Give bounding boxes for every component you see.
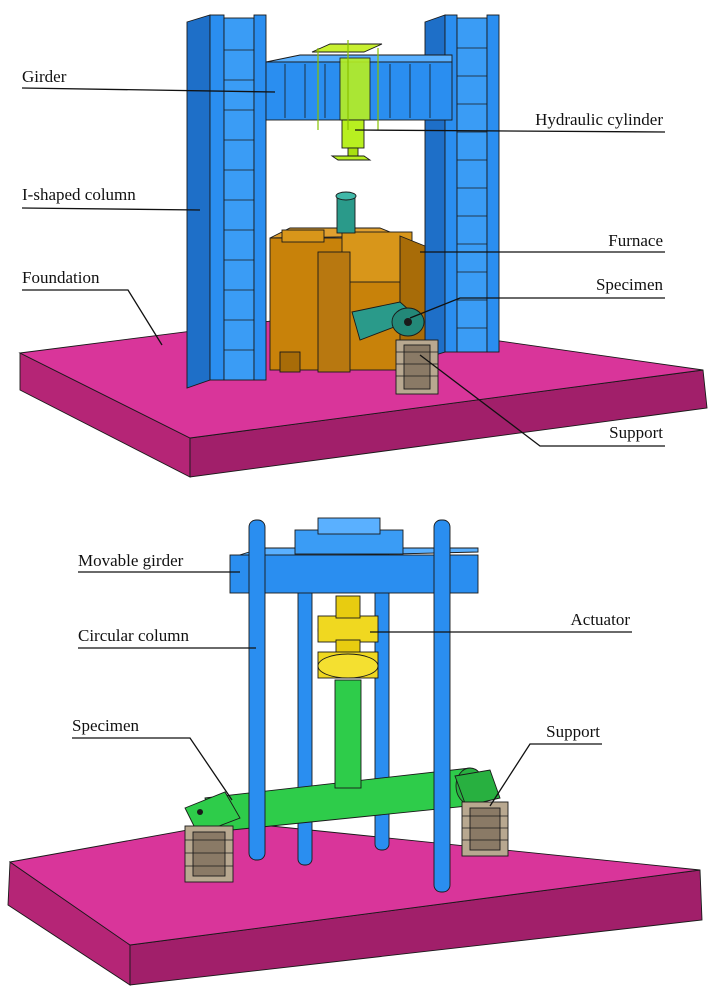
- leader-specimen-top: [409, 297, 665, 319]
- circular-column-front-right: [433, 519, 451, 893]
- label-movable-girder: Movable girder: [78, 551, 184, 570]
- bottom-specimen: [184, 767, 501, 835]
- hydraulic-cylinder: [311, 40, 383, 161]
- label-circular-column: Circular column: [78, 626, 189, 645]
- leader-foundation: [22, 289, 163, 346]
- leader-support-bottom: [489, 743, 602, 807]
- label-hydraulic-cylinder: Hydraulic cylinder: [535, 110, 663, 129]
- leader-girder: [21, 87, 276, 93]
- left-i-shaped-column: [186, 14, 267, 389]
- label-specimen-top: Specimen: [596, 275, 664, 294]
- furnace: [269, 191, 426, 373]
- label-girder: Girder: [22, 67, 67, 86]
- actuator: [317, 595, 379, 789]
- leader-i-shaped-column: [21, 207, 201, 211]
- label-actuator: Actuator: [571, 610, 631, 629]
- bottom-support-right: [461, 801, 509, 857]
- top-support: [395, 339, 439, 395]
- bottom-figure: Movable girder Actuator Circular column …: [7, 517, 703, 986]
- label-support-bottom: Support: [546, 722, 600, 741]
- leader-hydraulic-cylinder: [354, 129, 666, 133]
- leader-support-top: [419, 354, 665, 447]
- label-foundation: Foundation: [22, 268, 100, 287]
- label-i-shaped-column: I-shaped column: [22, 185, 136, 204]
- label-furnace: Furnace: [608, 231, 663, 250]
- label-support-top: Support: [609, 423, 663, 442]
- circular-column-front-left: [248, 519, 266, 861]
- top-figure: Girder Hydraulic cylinder I-shaped colum…: [18, 14, 708, 478]
- bottom-foundation: [7, 821, 703, 986]
- leader-specimen-bottom: [72, 737, 233, 801]
- bottom-support-left: [184, 825, 234, 883]
- label-specimen-bottom: Specimen: [72, 716, 140, 735]
